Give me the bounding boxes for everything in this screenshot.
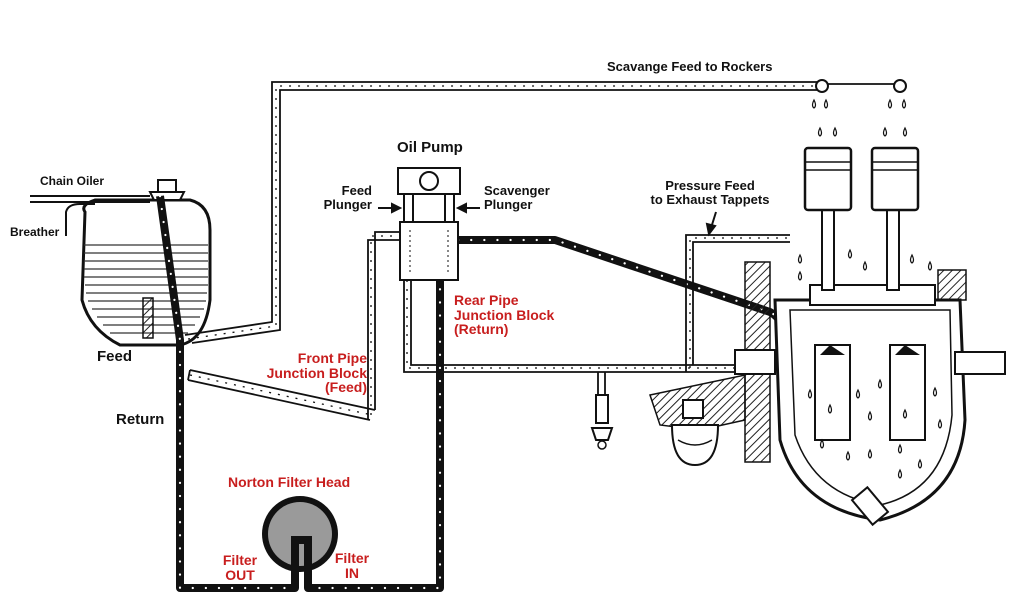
oil-droplets bbox=[797, 98, 943, 479]
scavenger-plunger-line-2: Plunger bbox=[484, 196, 533, 212]
scavenger-plunger-label: Scavenger Plunger bbox=[484, 184, 550, 211]
chain-oiler-pipe bbox=[30, 195, 150, 203]
feed-label: Feed bbox=[97, 348, 133, 365]
breather-label: Breather bbox=[10, 225, 60, 239]
rear-pipe-line-2: Junction Block bbox=[454, 306, 555, 323]
timing-chest bbox=[649, 374, 746, 467]
rear-pipe-line-1: Rear Pipe bbox=[454, 292, 519, 308]
drip-feed bbox=[590, 394, 614, 450]
feed-plunger-line-1: Feed bbox=[341, 183, 372, 198]
feed-line-dots bbox=[187, 85, 820, 416]
breather-pipe bbox=[65, 203, 95, 236]
feed-plunger-label: Feed Plunger bbox=[312, 184, 372, 211]
rocker-junction-1 bbox=[815, 79, 829, 93]
rear-pipe-junction-label: Rear Pipe Junction Block (Return) bbox=[454, 293, 554, 337]
front-pipe-line-3: (Feed) bbox=[325, 379, 367, 396]
filter-out-line-2: OUT bbox=[225, 566, 255, 583]
pressure-feed-line-1: Pressure Feed bbox=[665, 178, 755, 193]
front-pipe-line-2: Junction Block bbox=[266, 364, 367, 381]
filter-in-label: Filter IN bbox=[329, 551, 375, 580]
pressure-feed-line-2: to Exhaust Tappets bbox=[650, 191, 770, 207]
oil-pump bbox=[397, 167, 461, 281]
filter-in-line-2: IN bbox=[345, 564, 359, 581]
feed-plunger-line-2: Plunger bbox=[323, 196, 372, 212]
pressure-feed-label: Pressure Feed to Exhaust Tappets bbox=[640, 179, 780, 206]
engine bbox=[734, 146, 1006, 527]
filter-in-line-1: Filter bbox=[334, 550, 370, 566]
rear-pipe-line-3: (Return) bbox=[454, 321, 509, 338]
plunger-arrows bbox=[378, 202, 480, 214]
rocker-junction-2 bbox=[893, 79, 907, 93]
scavenge-feed-label: Scavange Feed to Rockers bbox=[607, 59, 773, 74]
filter-out-label: Filter OUT bbox=[217, 553, 263, 582]
oil-pump-label: Oil Pump bbox=[397, 139, 463, 156]
norton-filter-head-label: Norton Filter Head bbox=[228, 474, 351, 490]
front-pipe-junction-label: Front Pipe Junction Block (Feed) bbox=[230, 351, 367, 395]
pressure-arrow bbox=[705, 211, 717, 237]
return-label: Return bbox=[116, 411, 165, 428]
front-pipe-line-1: Front Pipe bbox=[297, 350, 367, 366]
filter-out-line-1: Filter bbox=[222, 552, 258, 568]
oil-tank bbox=[80, 179, 212, 347]
filter-head bbox=[262, 496, 338, 588]
chain-oiler-label: Chain Oiler bbox=[40, 174, 105, 188]
scavenger-plunger-line-1: Scavenger bbox=[484, 183, 550, 198]
feed-lines bbox=[184, 81, 900, 421]
